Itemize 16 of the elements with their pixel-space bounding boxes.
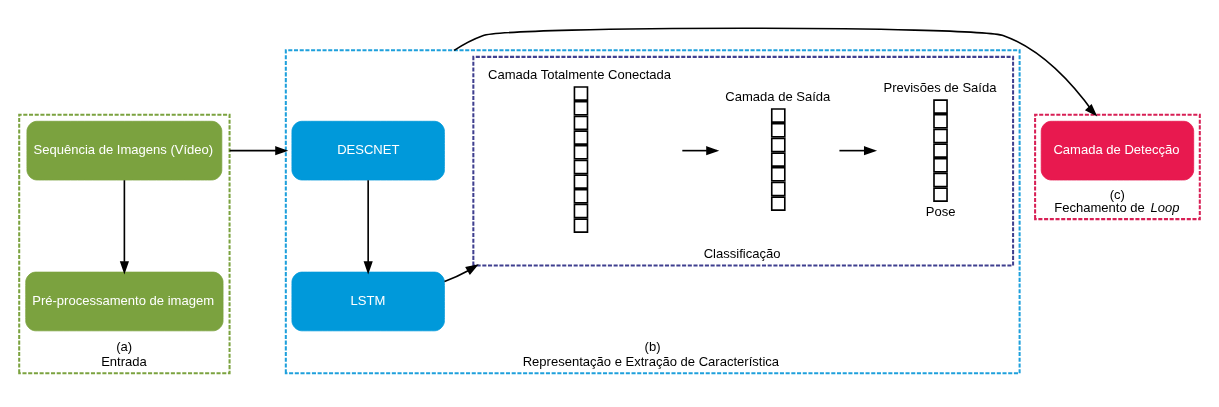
arrow — [838, 145, 878, 155]
node-box: LSTM — [291, 271, 445, 331]
node-label: Camada Totalmente Conectada — [488, 66, 672, 82]
node-box: Sequência de Imagens (Vídeo) — [26, 120, 223, 180]
arrow — [453, 26, 1098, 117]
node-label: Previsões de Saída — [883, 79, 997, 95]
arrow — [681, 145, 720, 155]
arrow — [228, 145, 289, 155]
arrow — [443, 263, 479, 282]
arrow — [119, 178, 129, 274]
node-label: Camada de Saída — [725, 88, 831, 104]
arrow — [363, 178, 373, 274]
node-box: DESCNET — [291, 120, 445, 180]
node-label: Pose — [925, 203, 956, 219]
node-box: Camada de Detecção — [1040, 120, 1195, 180]
node-box: Pré-processamento de imagem — [25, 271, 224, 331]
